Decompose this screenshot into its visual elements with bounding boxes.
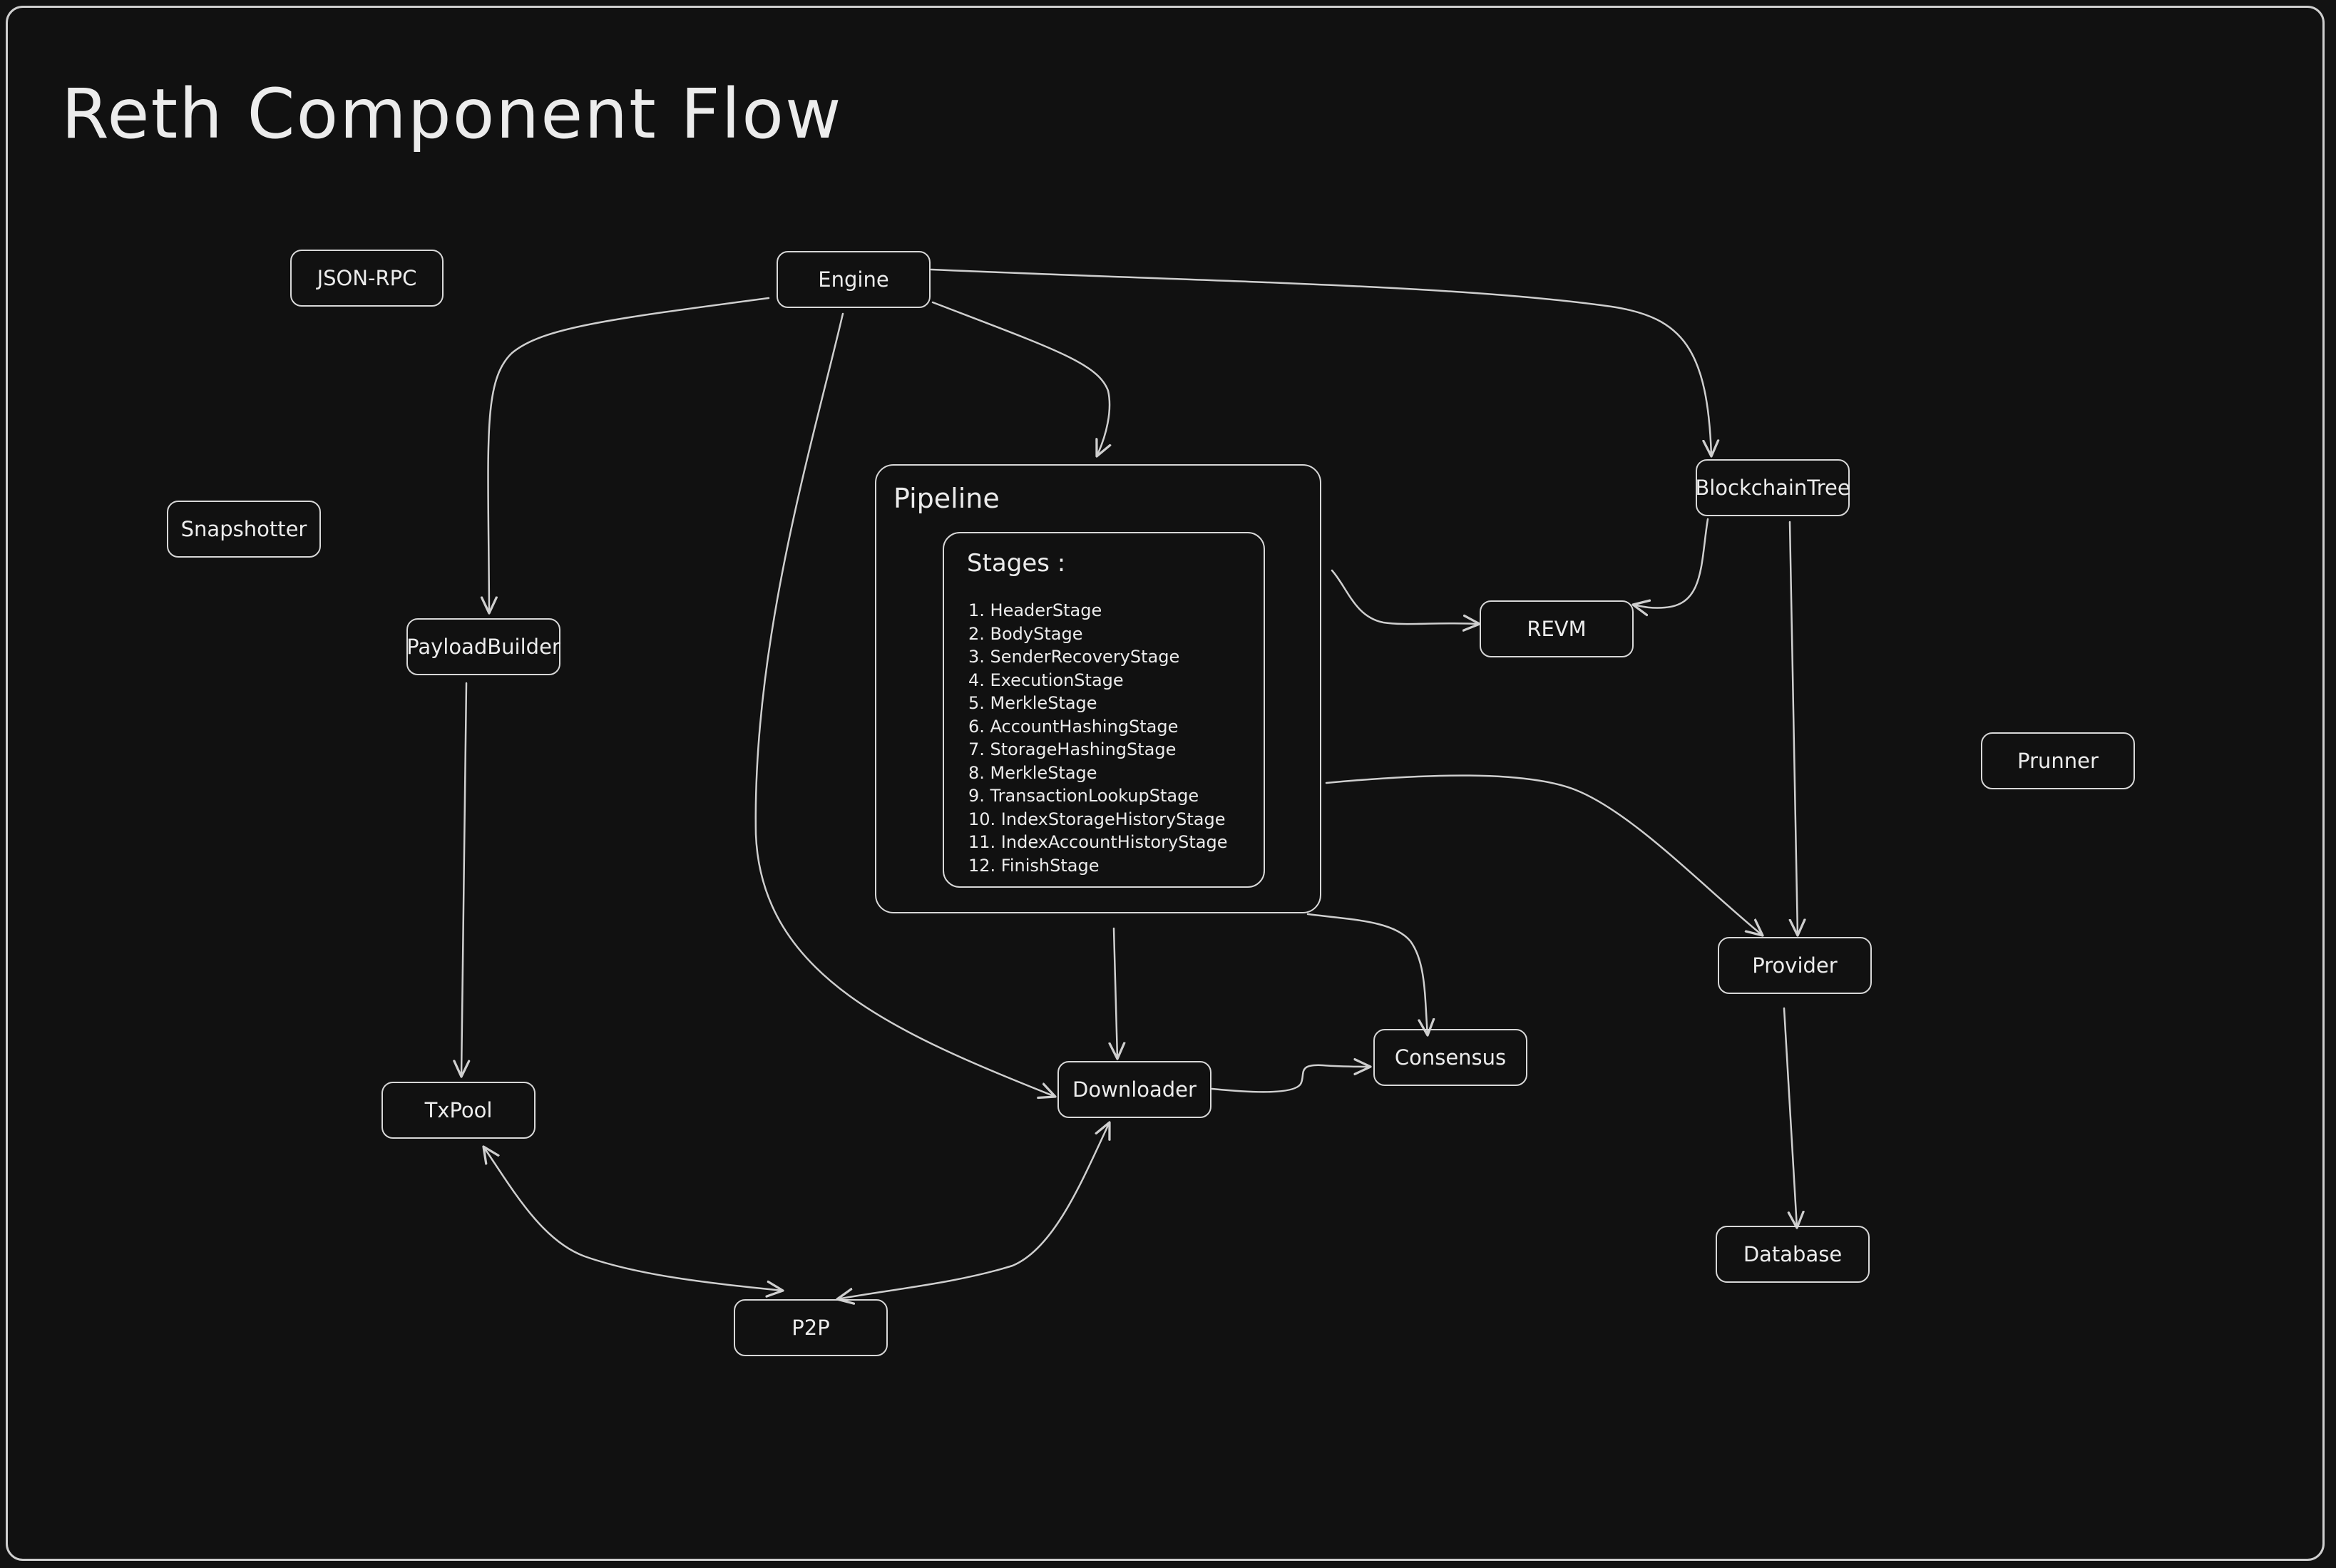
- node-engine: Engine: [777, 251, 931, 308]
- edge-pipeline-provider: [1325, 774, 1763, 936]
- stage-list: 1. HeaderStage 2. BodyStage 3. SenderRec…: [968, 599, 1228, 877]
- edge-txpool-p2p: [483, 1147, 783, 1291]
- diagram-title: Reth Component Flow: [61, 74, 843, 154]
- pipeline-container: Pipeline Stages : 1. HeaderStage 2. Body…: [875, 464, 1321, 913]
- stages-title: Stages :: [967, 549, 1066, 578]
- stage-item: 7. StorageHashingStage: [968, 739, 1177, 759]
- edge-blockchaintree-provider: [1790, 521, 1798, 936]
- stage-item: 1. HeaderStage: [968, 600, 1102, 620]
- node-json-rpc: JSON-RPC: [290, 250, 444, 307]
- edge-pipeline-downloader: [1114, 927, 1117, 1059]
- stage-item: 11. IndexAccountHistoryStage: [968, 832, 1228, 852]
- node-snapshotter: Snapshotter: [167, 501, 321, 558]
- edge-engine-blockchaintree: [930, 268, 1711, 456]
- edge-pipeline-revm: [1331, 569, 1480, 624]
- stage-item: 8. MerkleStage: [968, 762, 1097, 783]
- edge-pipeline-consensus: [1306, 913, 1428, 1035]
- stage-item: 12. FinishStage: [968, 855, 1100, 876]
- edge-engine-payloadbuilder: [488, 297, 770, 613]
- node-database: Database: [1716, 1226, 1870, 1283]
- edge-engine-downloader: [754, 312, 1055, 1097]
- pipeline-title: Pipeline: [893, 483, 1000, 514]
- edge-blockchaintree-revm: [1633, 518, 1709, 608]
- node-blockchain-tree: BlockchainTree: [1695, 459, 1850, 516]
- node-txpool: TxPool: [381, 1082, 536, 1139]
- edge-payloadbuilder-txpool: [461, 682, 466, 1077]
- node-p2p: P2P: [734, 1299, 888, 1356]
- edge-engine-pipeline: [931, 301, 1110, 456]
- stage-item: 9. TransactionLookupStage: [968, 786, 1199, 806]
- stage-item: 10. IndexStorageHistoryStage: [968, 809, 1226, 829]
- stage-item: 3. SenderRecoveryStage: [968, 647, 1180, 667]
- diagram-canvas: [6, 6, 2325, 1561]
- edge-provider-database: [1783, 1007, 1797, 1228]
- node-payload-builder: PayloadBuilder: [406, 618, 560, 675]
- edge-downloader-consensus: [1211, 1065, 1371, 1093]
- stage-item: 6. AccountHashingStage: [968, 716, 1179, 737]
- node-revm: REVM: [1480, 600, 1634, 657]
- edge-downloader-p2p: [837, 1122, 1110, 1299]
- node-provider: Provider: [1718, 937, 1872, 994]
- node-pruner: Prunner: [1981, 732, 2135, 789]
- node-downloader: Downloader: [1057, 1061, 1211, 1118]
- stage-item: 4. ExecutionStage: [968, 670, 1124, 690]
- stages-box: Stages : 1. HeaderStage 2. BodyStage 3. …: [943, 532, 1265, 888]
- node-consensus: Consensus: [1373, 1029, 1527, 1086]
- stage-item: 2. BodyStage: [968, 623, 1083, 644]
- stage-item: 5. MerkleStage: [968, 693, 1097, 713]
